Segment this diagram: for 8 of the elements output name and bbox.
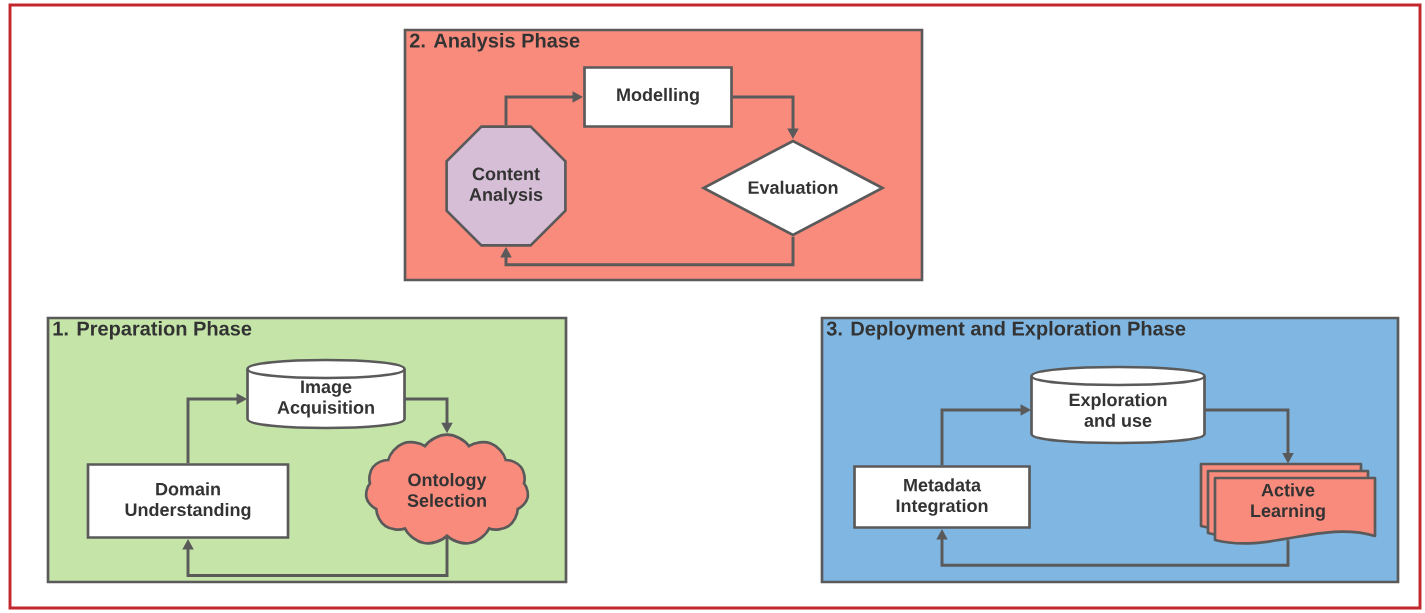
database-cylinder: Image Acquisition [246,358,406,430]
arrow [182,537,449,578]
arrow [500,236,795,267]
process-box: Modelling [583,66,733,128]
process-box: Metadata Integration [853,465,1031,529]
process-box: Domain Understanding [86,463,290,539]
database-cylinder: Exploration and use [1030,365,1206,445]
document-stack: Active Learning [1199,462,1377,545]
